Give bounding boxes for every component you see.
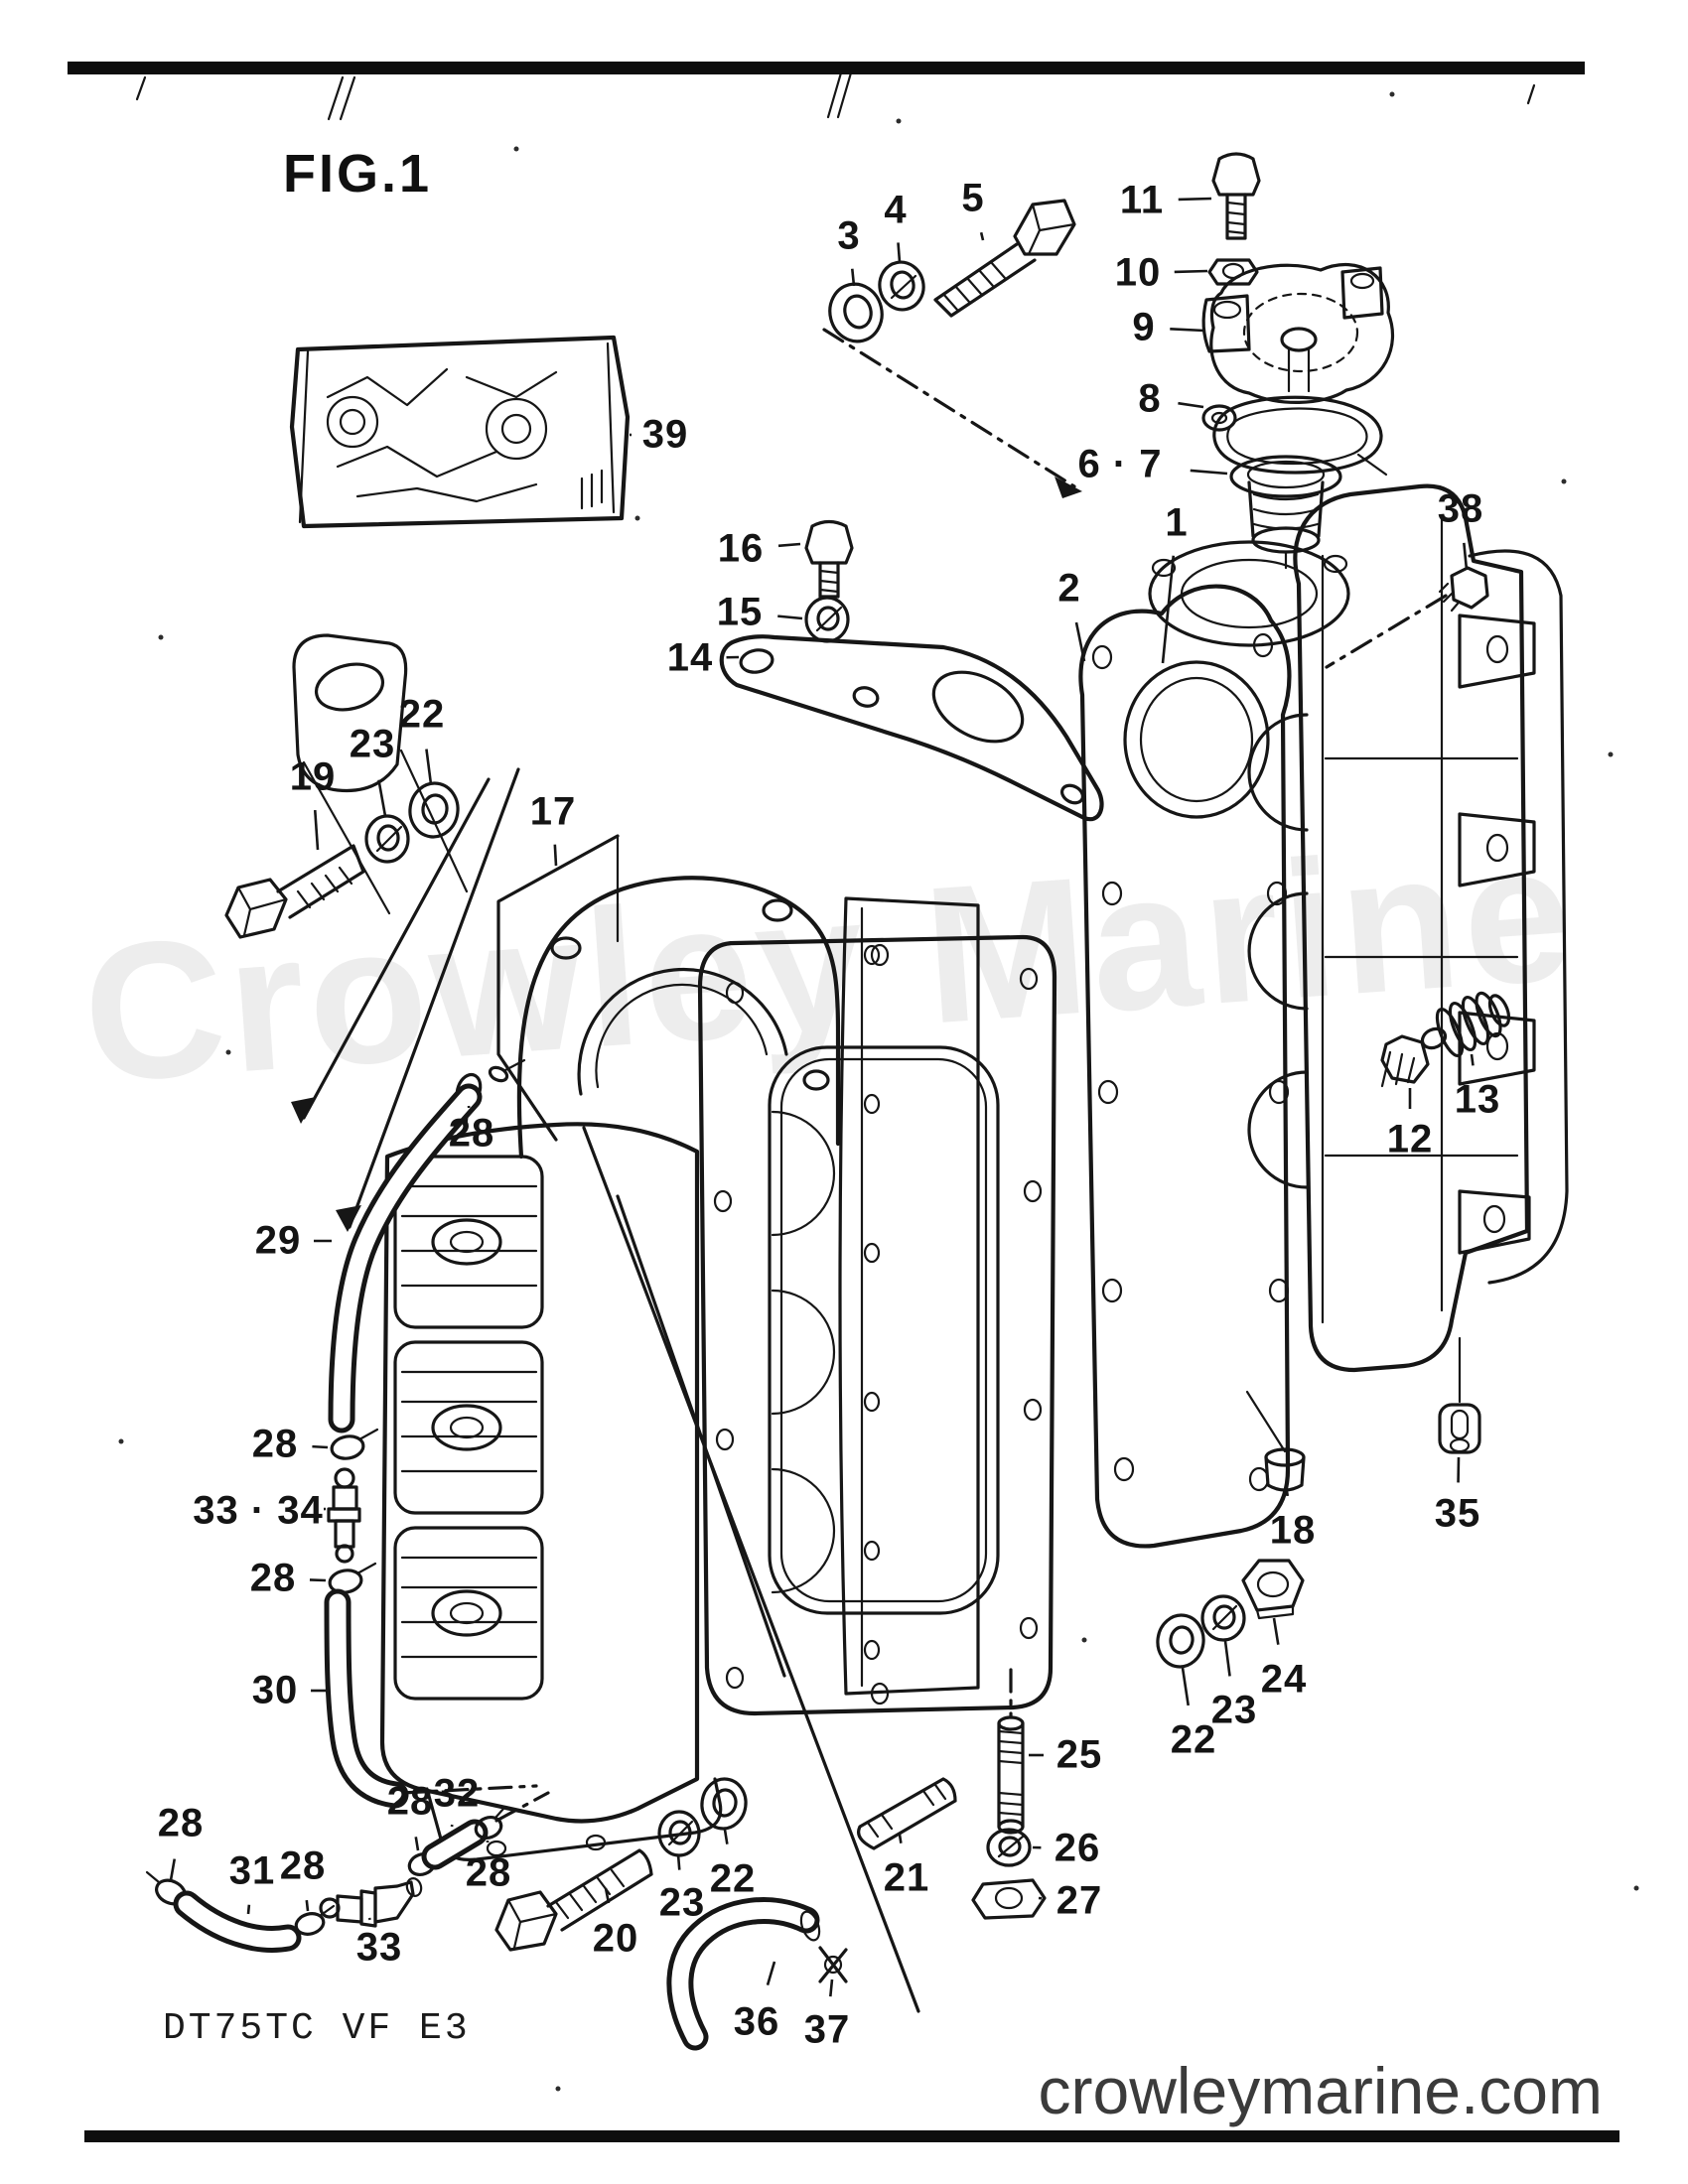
cylinder-block-right [1148,483,1569,1492]
assembly-leader-lines [291,328,1462,2013]
crankcase-cover-center [697,934,1057,1716]
model-code-text: DT75TC VF E3 [163,2007,471,2050]
bottom-rule-bar [84,2130,1619,2142]
cylinder-gasket [1078,584,1292,1549]
crankcase-left [292,633,980,1861]
top-rule-bar [68,62,1585,74]
figure-title: FIG.1 [283,144,433,204]
drain-hose-group-bottom [145,1559,1305,2051]
gasket-kit-package [289,335,631,529]
photocopy-specks [118,68,1639,2092]
water-hose-group-left [324,1083,483,1809]
mount-bolt-group-left [224,781,620,1142]
bolt-washer-group-top [828,199,1076,343]
site-watermark-text: crowleymarine.com [1038,2054,1603,2127]
cylinder-rib-bank [393,1155,544,1701]
bracket-group [719,519,1104,822]
